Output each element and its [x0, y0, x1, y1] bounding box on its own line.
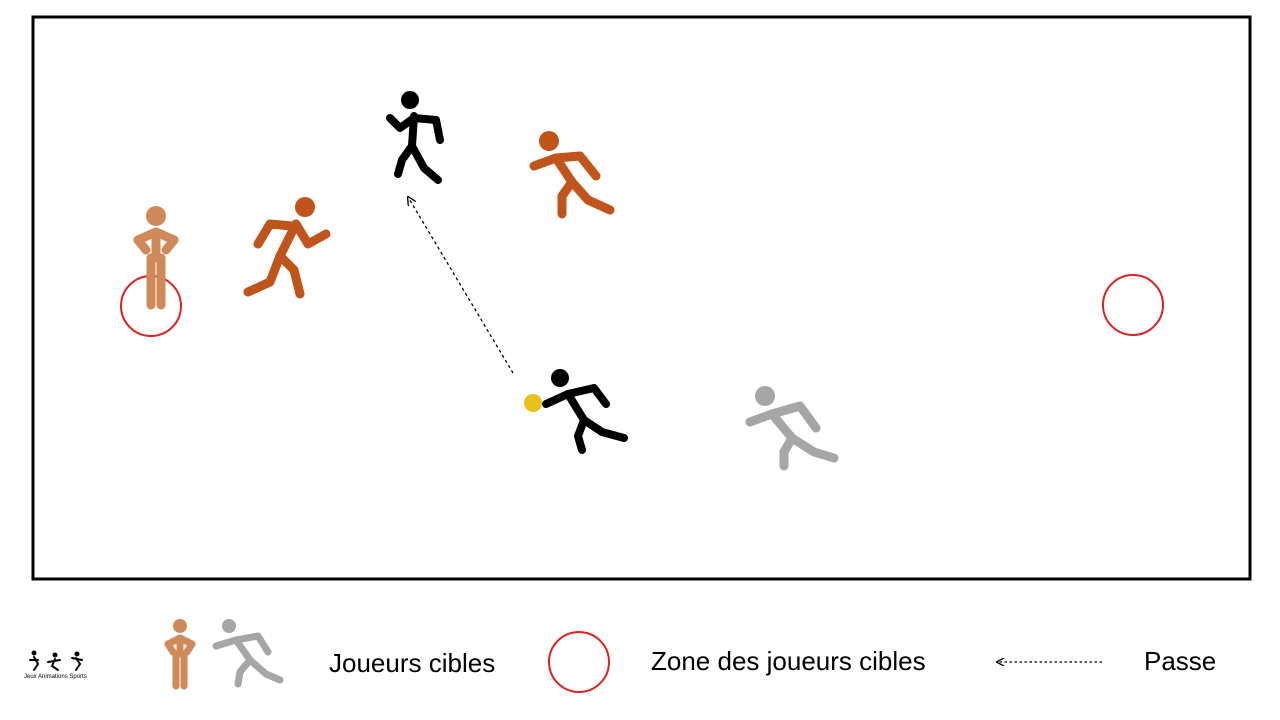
- grey-target-player-running-icon: [745, 386, 839, 471]
- ball-icon: [524, 394, 542, 412]
- black-player-with-ball-icon: [542, 369, 628, 454]
- target-zone-right: [1102, 274, 1164, 336]
- logo-caption: Jeux Animations Sports: [24, 674, 87, 680]
- legend-zone-label: Zone des joueurs cibles: [651, 646, 926, 676]
- pass-arrow-icon: [408, 197, 514, 374]
- orange-player-running-icon: [529, 131, 615, 219]
- playing-field: [31, 15, 1252, 581]
- target-player-standing-icon: [133, 206, 179, 310]
- legend-targets-label: Joueurs cibles: [329, 648, 496, 678]
- legend-target-zone-circle-icon: [548, 631, 610, 693]
- legend-target-player-standing-icon: [164, 619, 196, 690]
- logo-icon: [29, 650, 83, 671]
- legend-grey-player-running-icon: [212, 619, 284, 688]
- black-player-receiver-icon: [386, 91, 444, 184]
- orange-player-running-icon: [243, 197, 331, 299]
- legend-pass-label: Passe: [1144, 646, 1217, 676]
